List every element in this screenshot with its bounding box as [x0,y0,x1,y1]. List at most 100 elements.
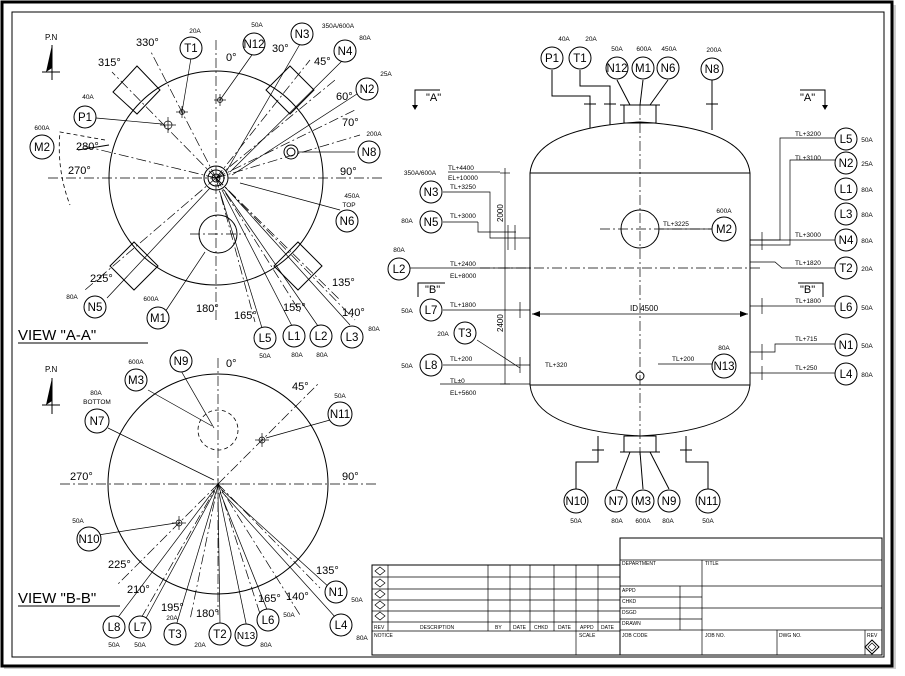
label-views-bb-angles-a135: 135° [316,565,339,577]
nozzle-bubbles-aa: T1 20A N12 50A N3 350A/600A N4 80A N2 25… [29,22,392,360]
label-elevation-top_nozzles-4-tag: N6 [661,63,676,75]
label-views-bb-nozzles-0-tag: N9 [174,356,189,368]
label-views-aa-angles-a30: 30° [272,43,289,55]
label-elevation-left_nozzles-2-tag: L2 [393,264,406,276]
label-views-aa-angles-a45: 45° [314,56,331,68]
tag-p1: P1 [78,112,92,124]
label-elevation-right_nozzles-4-level: TL+3000 [795,232,821,239]
label-title_block-dwg_no: DWG NO. [779,633,802,639]
label-views-bb-nozzles-1-size: 600A [128,359,144,366]
label-elevation-top_nozzles-5-size: 200A [706,47,722,54]
label-views-aa-angles-a135: 135° [332,277,355,289]
label-title_block-job_code: JOB CODE [622,633,648,639]
view-b-b: P.N [18,349,376,649]
label-views-bb-nozzles-3-size: 50A [334,393,346,400]
label-elevation-right_nozzles-8-size: 80A [861,372,873,379]
label-elevation-left_nozzles-5-level: TL+200 [450,356,473,363]
label-elevation-levels-tl4400: TL+4400 [448,165,474,172]
label-elevation-right_nozzles-4-tag: N4 [839,235,854,247]
label-elevation-left_nozzles-3-level: TL+1800 [450,302,476,309]
label-elevation-right_nozzles-7-size: 50A [861,343,873,350]
label-elevation-right_nozzles-1-tag: N2 [839,158,854,170]
label-elevation-left_nozzles-3-size: 50A [401,308,413,315]
label-elevation-top_nozzles-3-tag: M1 [635,63,651,75]
label-elevation-right_nozzles-2-size: 80A [861,187,873,194]
tag-l2: L2 [315,331,328,343]
label-views-bb-nozzles-11-tag: L7 [134,622,147,634]
label-title_block-rev_headers-2: BY [495,625,502,631]
bottom-nozzles: N10 50A N7 80A M3 600A N9 80A N11 50A [563,488,721,525]
label-views-aa-angles-a280: 280° [76,141,99,153]
size-m1: 600A [143,296,159,303]
label-elevation-right_nozzles-6-size: 50A [861,305,873,312]
label-elevation-right_nozzles-0-tag: L5 [840,134,853,146]
label-views-aa-angles-a315: 315° [98,57,121,69]
size-n12: 50A [251,22,263,29]
label-views-bb-nozzles-8-tag: N13 [237,631,256,642]
top-nozzles: P1 40A T1 20A N12 50A M1 600A N6 450A N8… [540,36,724,81]
label-elevation-bottom_nozzles-3-size: 80A [662,518,674,525]
label-title_block-rev_headers-7: DATE [601,625,615,631]
nozzle-bubbles-bb: N9 M3 600A N7 80A BOTTOM N11 50A N10 50A… [72,349,368,649]
label-elevation-right_nozzles-4-size: 80A [861,238,873,245]
label-elevation-levels-el8000: EL+8000 [450,273,477,280]
label-title_block-rev: REV [867,633,878,639]
label-elevation-top_nozzles-5-tag: N8 [705,64,720,76]
size-m2: 600A [34,125,50,132]
label-elevation-right_nozzles-2-tag: L1 [840,184,853,196]
label-elevation-right_nozzles-1-level: TL+3100 [795,155,821,162]
north-arrow-icon: P.N [42,365,60,414]
size-t1: 20A [189,28,201,35]
label-elevation-internal-0-tag: M2 [716,224,732,236]
label-title_block-dsgd: DSGD [622,610,637,616]
label-title_block-department: DEPARTMENT [622,561,656,567]
label-views-bb-nozzles-7-size: 50A [283,612,295,619]
label-elevation-bottom_nozzles-4-size: 50A [702,518,714,525]
label-title_block-rev_headers-1: DESCRIPTION [420,625,455,631]
label-elevation-left_nozzles-1-size: 80A [401,218,413,225]
label-views-bb-nozzles-12-size: 50A [108,642,120,649]
tag-m2: M2 [34,142,50,154]
label-views-aa-angles-a270: 270° [68,165,91,177]
north-label: P.N [45,33,58,42]
label-elevation-left_nozzles-1-level: TL+3000 [450,213,476,220]
label-elevation-levels-el5600: EL+5600 [450,390,477,397]
label-views-bb-angles-a270: 270° [70,471,93,483]
label-views-aa-angles-a140: 140° [342,307,365,319]
angles-bb: 0° 45° 90° 135° 140° 165° 180° 195° 210°… [70,358,359,620]
section-a-right: "A" [800,92,815,104]
label-views-bb-nozzles-8-size: 80A [260,642,272,649]
label-views-bb-nozzles-10-tag: T3 [168,629,181,641]
label-elevation-left_nozzles-4-level: TL+320 [545,362,568,369]
label-elevation-right_nozzles-1-size: 25A [861,161,873,168]
label-elevation-right_nozzles-5-size: 20A [861,266,873,273]
label-elevation-right_nozzles-6-level: TL+1800 [795,298,821,305]
label-views-bb-angles-a180: 180° [196,608,219,620]
internal-nozzles: M2 600A TL+3225 N13 80A TL+200 [663,208,737,379]
label-views-bb-nozzles-2-extra: BOTTOM [83,399,111,406]
label-views-bb-nozzles-10-size: 20A [166,615,178,622]
view-bb-title: VIEW "B-B" [18,590,96,607]
label-views-bb-nozzles-2-size: 80A [90,390,102,397]
tag-m1: M1 [150,313,166,325]
label-views-bb-angles-a210: 210° [127,584,150,596]
support-lug-se [273,241,323,291]
size-n8: 200A [366,131,382,138]
label-elevation-bottom_nozzles-2-tag: M3 [635,496,651,508]
vessel-elevation: "A" "A" "B" "B" ID 4500 [387,36,873,525]
label-views-bb-nozzles-12-tag: L8 [108,622,121,634]
tag-n3: N3 [295,29,310,41]
tag-n5: N5 [88,302,103,314]
size-l1: 80A [291,352,303,359]
angles-aa: 0° 330° 315° 30° 45° 60° 70° 90° 135° 14… [68,37,365,322]
label-views-aa-angles-a155: 155° [283,302,306,314]
label-elevation-right_nozzles-7-level: TL+715 [795,336,818,343]
label-elevation-bottom_nozzles-2-size: 600A [635,518,651,525]
label-elevation-right_nozzles-7-tag: N1 [839,340,854,352]
label-elevation-bottom_nozzles-0-tag: N10 [565,496,586,508]
section-b-left: "B" [425,284,440,296]
tag-n6: N6 [340,216,355,228]
label-elevation-left_nozzles-5-tag: L8 [425,360,438,372]
label-elevation-right_nozzles-5-level: TL+1820 [795,260,821,267]
label-elevation-left_nozzles-0-level: TL+3250 [450,184,476,191]
